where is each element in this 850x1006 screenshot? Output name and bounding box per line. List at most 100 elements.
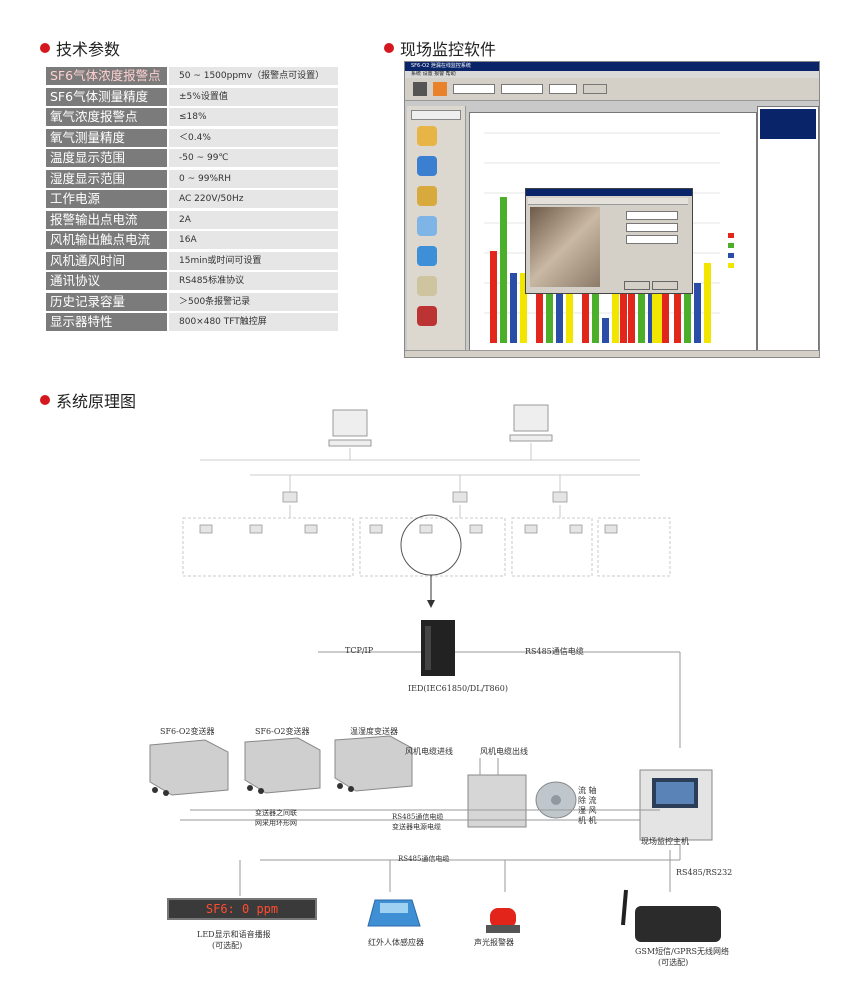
spec-row: 历史记录容量＞500条报警记录: [46, 292, 338, 311]
software-titlebar: SF6-O2 泄漏在线监控系统: [405, 62, 819, 71]
spec-value: 2A: [169, 210, 338, 229]
led-text: SF6: 0 ppm: [205, 902, 279, 916]
spec-row: SF6气体测量精度±5%设置值: [46, 87, 338, 106]
spec-row: 氧气测量精度＜0.4%: [46, 128, 338, 147]
bus-note1-label: 变送器之间联: [255, 809, 297, 817]
ir-sensor-label: 红外人体感应器: [368, 938, 424, 947]
dialog-tabs: [528, 198, 688, 205]
spec-row: 氧气浓度报警点≤18%: [46, 108, 338, 126]
dialog-button: [652, 281, 678, 290]
spec-key: 温度显示范围: [46, 149, 167, 167]
spec-value: ±5%设置值: [169, 87, 338, 106]
led-label: LED显示和语音播报: [197, 930, 271, 939]
menu-icon: [417, 186, 437, 206]
menu-icon: [417, 216, 437, 236]
toolbar-field: [501, 84, 543, 94]
alarm-light-label: 声光报警器: [474, 938, 514, 947]
keyboard-photo: [530, 207, 600, 287]
spec-key: 氧气浓度报警点: [46, 108, 167, 126]
rs485-bottom-label: RS485通信电缆: [398, 855, 450, 863]
section-title-diagram: 系统原理图: [40, 388, 136, 412]
spec-value: 0 ~ 99%RH: [169, 169, 338, 188]
spec-value: 50 ~ 1500ppmv（报警点可设置）: [169, 67, 338, 85]
bullet-dot-icon: [384, 43, 394, 53]
spec-key: 报警输出点电流: [46, 210, 167, 229]
spec-key: 风机输出触点电流: [46, 231, 167, 249]
spec-value: 800×480 TFT触控屏: [169, 313, 338, 331]
ied-label: IED(IEC61850/DL/T860): [408, 684, 508, 693]
software-menubar: 系统 设置 报警 帮助: [405, 71, 819, 78]
menu-icon: [417, 306, 437, 326]
spec-value: 15min或时间可设置: [169, 251, 338, 270]
software-screenshot: SF6-O2 泄漏在线监控系统 系统 设置 报警 帮助: [404, 61, 820, 358]
bullet-dot-icon: [40, 395, 50, 405]
spec-value: ≤18%: [169, 108, 338, 126]
list-selection: [760, 109, 816, 139]
toolbar-field: [453, 84, 495, 94]
app-icon: [433, 82, 447, 96]
fan-desc-label: 流 轴 除 流 湿 风 机 机: [578, 786, 597, 825]
sensor2-label: SF6-O2变送器: [255, 727, 310, 736]
spec-key: 显示器特性: [46, 313, 167, 331]
spec-key: SF6气体浓度报警点: [46, 67, 167, 85]
led-optional-label: (可选配): [212, 941, 243, 950]
toolbar-button: [583, 84, 607, 94]
bus-note2-label: 网采用环形网: [255, 819, 297, 827]
host-label: 现场监控主机: [641, 837, 689, 846]
toolbar-field: [549, 84, 577, 94]
spec-row: 温度显示范围-50 ~ 99℃: [46, 149, 338, 167]
spec-key: 风机通风时间: [46, 251, 167, 270]
menu-icon: [417, 246, 437, 266]
spec-value: ＜0.4%: [169, 128, 338, 147]
spec-value: RS485标准协议: [169, 272, 338, 290]
software-title-text: 现场监控软件: [400, 40, 497, 59]
spec-value: -50 ~ 99℃: [169, 149, 338, 167]
settings-dialog: [525, 188, 693, 294]
sensor1-label: SF6-O2变送器: [160, 727, 215, 736]
dialog-field: [626, 223, 678, 232]
printer-icon: [413, 82, 427, 96]
diagram-title-text: 系统原理图: [56, 392, 137, 411]
specs-title-text: 技术参数: [56, 40, 121, 59]
rs485-rs232-label: RS485/RS232: [676, 868, 733, 877]
software-right-list: [757, 106, 819, 352]
fan-out-label: 风机电缆出线: [480, 747, 528, 756]
tcpip-label: TCP/IP: [345, 646, 374, 655]
sensor3-label: 温湿度变送器: [350, 727, 398, 736]
spec-key: SF6气体测量精度: [46, 87, 167, 106]
fan-in-label: 风机电缆进线: [405, 747, 453, 756]
dialog-field: [626, 235, 678, 244]
software-toolbar: [405, 78, 819, 101]
spec-value: 16A: [169, 231, 338, 249]
dialog-field: [626, 211, 678, 220]
spec-key: 通讯协议: [46, 272, 167, 290]
menu-icon: [417, 156, 437, 176]
bus-cable2-label: 变送器电源电缆: [392, 823, 441, 831]
gsm-label: GSM短信/GPRS无线网络: [635, 947, 730, 956]
led-display: SF6: 0 ppm: [167, 898, 317, 920]
menu-icon: [417, 126, 437, 146]
spec-value: ＞500条报警记录: [169, 292, 338, 311]
spec-key: 氧气测量精度: [46, 128, 167, 147]
spec-key: 湿度显示范围: [46, 169, 167, 188]
spec-value: AC 220V/50Hz: [169, 190, 338, 208]
rs485-cable-label: RS485通信电缆: [525, 647, 584, 656]
bullet-dot-icon: [40, 43, 50, 53]
spec-key: 工作电源: [46, 190, 167, 208]
panel-header: [411, 110, 461, 120]
section-title-software: 现场监控软件: [384, 36, 496, 60]
spec-key: 历史记录容量: [46, 292, 167, 311]
gsm-optional-label: (可选配): [658, 958, 689, 967]
dialog-titlebar: [526, 189, 692, 196]
dialog-button: [624, 281, 650, 290]
software-left-panel: [407, 106, 466, 352]
